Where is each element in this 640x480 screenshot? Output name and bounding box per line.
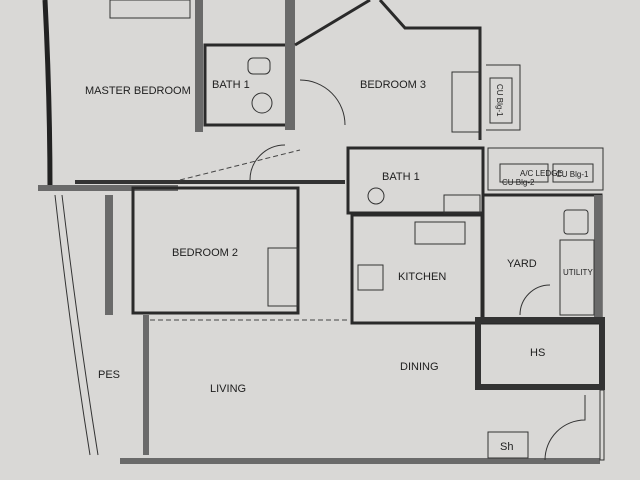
label-bedroom-3: BEDROOM 3 — [360, 79, 426, 91]
pes-boundary-inner — [61, 194, 99, 456]
kitchen-room — [350, 213, 484, 325]
label-living: LIVING — [210, 383, 246, 395]
hs-room — [475, 317, 605, 390]
utility-room — [559, 239, 595, 316]
wardrobe-2 — [267, 247, 299, 307]
label-cu-1-vertical: CU Blg-1 — [495, 84, 504, 117]
toilet — [247, 57, 271, 75]
label-master-bedroom: MASTER BEDROOM — [85, 85, 191, 97]
wall-utility — [594, 195, 602, 323]
sink — [414, 221, 466, 245]
wall-bottom — [120, 458, 600, 464]
label-cu-1: CU Blg-1 — [556, 170, 589, 179]
label-bath-1b: BATH 1 — [382, 171, 420, 183]
toilet — [563, 209, 589, 235]
door-swing — [299, 79, 346, 126]
wall-master-bottom — [75, 180, 345, 184]
label-bedroom-2: BEDROOM 2 — [172, 247, 238, 259]
cu-unit — [499, 163, 549, 183]
wall-pes — [105, 195, 113, 315]
cu-unit-vertical — [489, 77, 513, 124]
label-hs: HS — [530, 347, 545, 359]
basin — [251, 92, 273, 114]
label-bath-1: BATH 1 — [212, 79, 250, 91]
hob — [357, 264, 384, 291]
wardrobe-3 — [451, 71, 481, 133]
wall-bath — [195, 0, 203, 132]
bath-1b-room — [346, 146, 485, 215]
ac-ledge — [487, 147, 604, 191]
label-dining: DINING — [400, 361, 439, 373]
label-ac-ledge: A/C LEDGE — [520, 169, 563, 178]
wall-bedroom3 — [285, 0, 295, 130]
cu-unit — [552, 163, 594, 183]
facade-wall — [42, 0, 53, 191]
wardrobe — [109, 0, 191, 19]
door-swing — [519, 284, 551, 316]
wall-bedroom-line — [38, 185, 178, 191]
label-kitchen: KITCHEN — [398, 271, 446, 283]
basin — [367, 187, 385, 205]
wall-right — [599, 389, 605, 461]
label-shelter: Sh — [500, 441, 513, 453]
shelter-box — [487, 431, 529, 459]
pes-boundary — [54, 194, 91, 456]
shower — [443, 194, 481, 214]
label-pes: PES — [98, 369, 120, 381]
yard-room — [481, 193, 603, 325]
entrance-door — [544, 395, 586, 461]
label-yard: YARD — [507, 258, 537, 270]
label-cu-2: CU Blg-2 — [502, 178, 535, 187]
wall-living — [143, 315, 149, 455]
dashed-line — [150, 149, 350, 321]
label-utility: UTILITY — [563, 268, 593, 277]
door-swing — [249, 144, 286, 181]
